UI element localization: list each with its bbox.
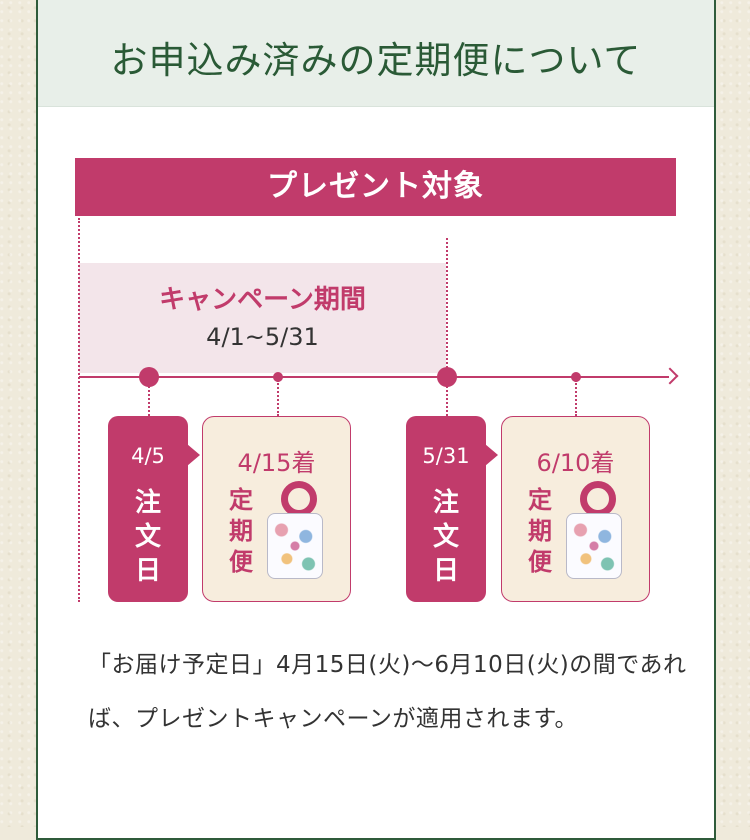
present-target-banner: プレゼント対象: [75, 158, 676, 216]
delivery-card: 6/10着 定期便: [501, 416, 650, 602]
gift-bag-icon: [267, 513, 323, 579]
delivery2-marker: [571, 372, 581, 382]
delivery-card: 4/15着 定期便: [202, 416, 351, 602]
order-date: 5/31: [422, 444, 470, 468]
pointer-arrow-icon: [485, 444, 498, 466]
order-card: 5/31 注文日: [406, 416, 498, 602]
order1-connector: [148, 386, 150, 416]
order-label: 注文日: [134, 488, 161, 586]
ring-icon: [281, 481, 317, 517]
delivery-date: 6/10着: [536, 449, 615, 477]
info-panel: お申込み済みの定期便について プレゼント対象 キャンペーン期間 4/1~5/31…: [36, 0, 716, 840]
order-date: 4/5: [131, 444, 165, 468]
delivery-date: 4/15着: [237, 449, 316, 477]
delivery-label: 定期便: [528, 486, 552, 576]
delivery2-connector: [575, 380, 577, 416]
order2-connector: [446, 386, 448, 416]
target-start-dotted-line: [78, 218, 80, 602]
campaign-end-dotted-line: [446, 238, 448, 376]
page-title: お申込み済みの定期便について: [110, 39, 642, 82]
campaign-title: キャンペーン期間: [159, 285, 366, 315]
arrow-right-icon: [661, 367, 679, 385]
pointer-arrow-icon: [187, 444, 200, 466]
ring-icon: [580, 481, 616, 517]
delivery-note: 「お届け予定日」4月15日(火)〜6月10日(火)の間であれば、プレゼントキャン…: [88, 652, 687, 732]
order2-marker: [437, 367, 457, 387]
campaign-dates: 4/1~5/31: [206, 323, 319, 351]
order-label: 注文日: [432, 488, 459, 586]
order1-marker: [139, 367, 159, 387]
delivery1-marker: [273, 372, 283, 382]
campaign-period-box: キャンペーン期間 4/1~5/31: [79, 263, 446, 373]
gift-bag-icon: [566, 513, 622, 579]
delivery-label: 定期便: [229, 486, 253, 576]
panel-header: お申込み済みの定期便について: [38, 0, 714, 107]
delivery1-connector: [277, 380, 279, 416]
order-card: 4/5 注文日: [108, 416, 200, 602]
timeline-line: [79, 376, 669, 378]
